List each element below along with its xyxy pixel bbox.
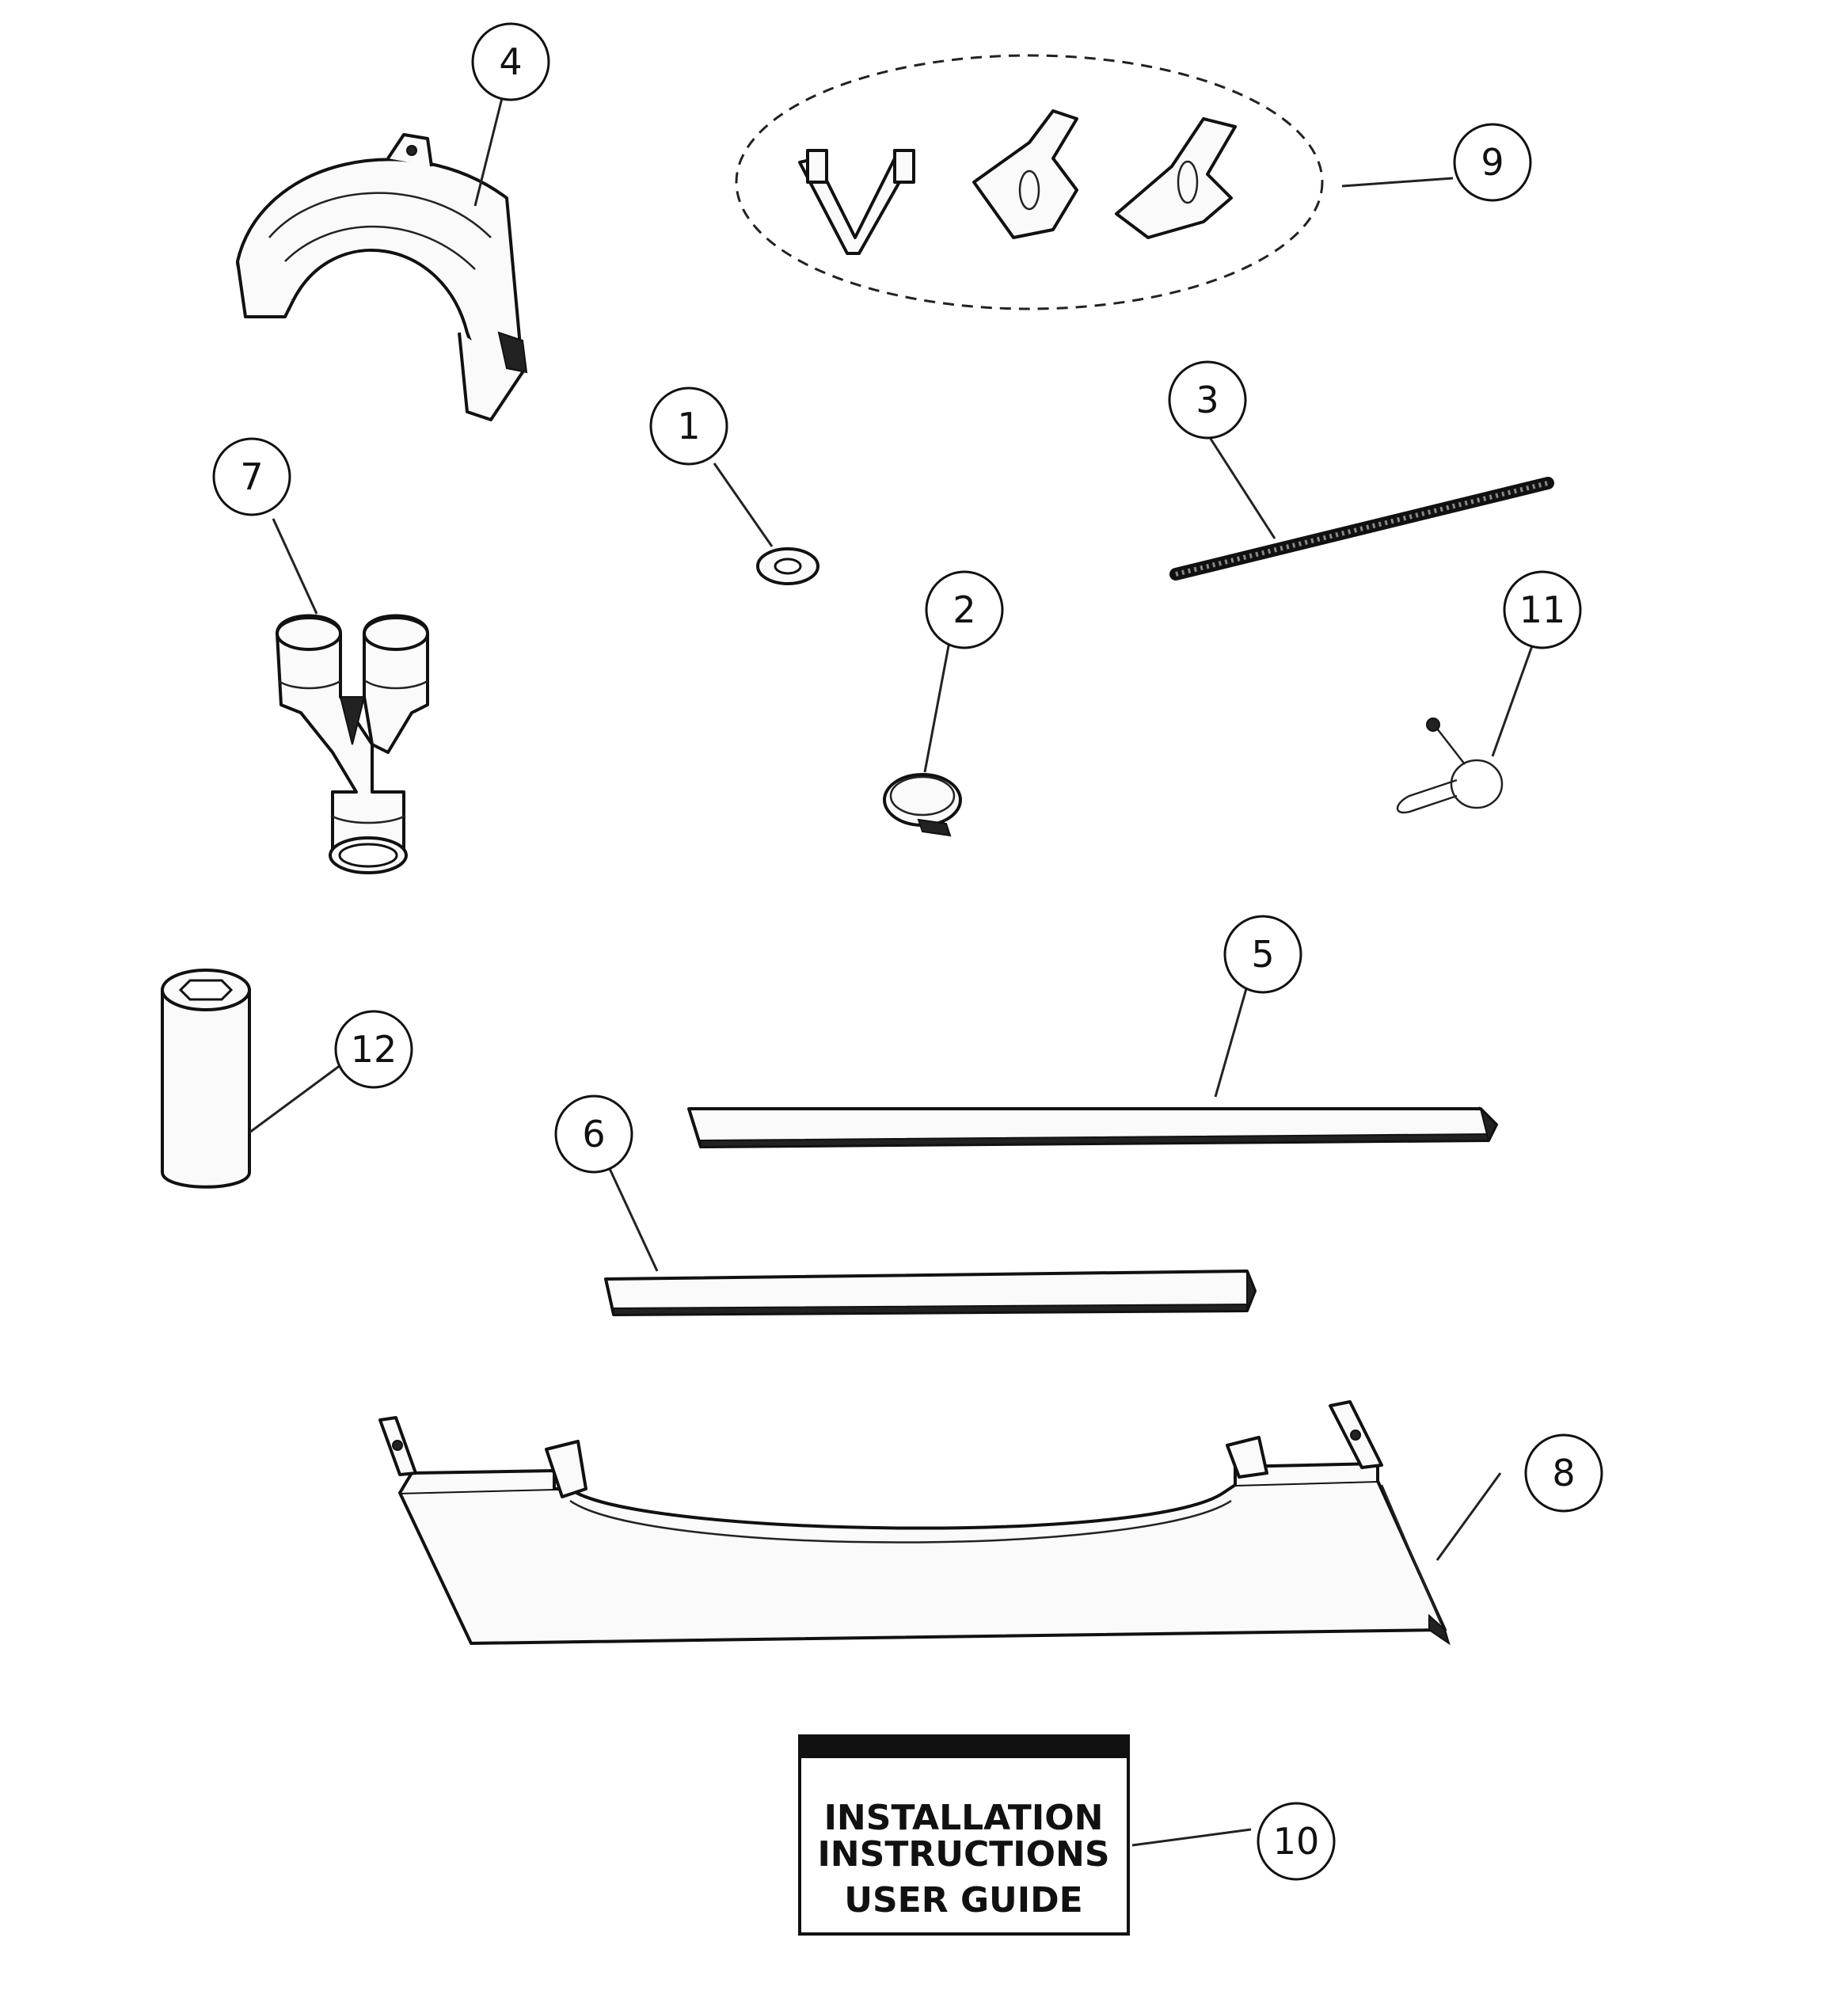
callout-8-label: 8 — [1552, 1452, 1575, 1494]
leader-12 — [249, 1064, 341, 1134]
part-7-y-adapter — [276, 614, 429, 874]
callout-5: 5 — [1223, 915, 1302, 994]
part-9-brackets-group — [735, 54, 1324, 310]
leader-5 — [1214, 985, 1249, 1098]
leader-lines — [249, 78, 1535, 1847]
callout-3-label: 3 — [1196, 379, 1219, 421]
leader-7 — [272, 518, 318, 615]
callout-12-label: 12 — [351, 1028, 397, 1071]
manual-title-line-3: USER GUIDE — [844, 1880, 1082, 1921]
part-3-threaded-rod — [1169, 477, 1554, 581]
callout-5-label: 5 — [1251, 933, 1274, 976]
leader-8 — [1435, 1472, 1502, 1561]
callout-1-label: 1 — [677, 405, 700, 447]
leader-10 — [1131, 1828, 1252, 1847]
callout-10-label: 10 — [1273, 1820, 1320, 1863]
manual-title-line-1: INSTALLATION — [824, 1798, 1104, 1838]
callout-11-label: 11 — [1519, 588, 1566, 631]
part-4-curved-shield — [236, 133, 528, 421]
leader-11 — [1491, 641, 1535, 757]
leader-9 — [1341, 177, 1454, 188]
leader-6 — [604, 1159, 659, 1272]
callout-9-label: 9 — [1481, 141, 1504, 184]
callout-4-label: 4 — [499, 40, 522, 83]
callout-1: 1 — [649, 386, 728, 466]
callout-3: 3 — [1168, 360, 1247, 440]
part-6-short-strip — [604, 1270, 1257, 1316]
part-12-hex-sleeve — [161, 969, 251, 1189]
callout-6: 6 — [554, 1094, 633, 1174]
leader-1 — [713, 463, 774, 547]
callout-2-label: 2 — [953, 588, 975, 631]
callout-11: 11 — [1503, 570, 1582, 649]
callout-7-label: 7 — [240, 455, 263, 498]
callout-7: 7 — [212, 437, 291, 516]
callout-8: 8 — [1524, 1433, 1603, 1513]
callout-2: 2 — [925, 570, 1004, 649]
callout-6-label: 6 — [582, 1113, 605, 1155]
callout-4: 4 — [471, 22, 550, 101]
part-1-washer — [756, 547, 819, 585]
part-8-base-tray — [378, 1400, 1451, 1646]
leader-3 — [1202, 427, 1276, 539]
manual-title-line-2: INSTRUCTIONS — [817, 1834, 1109, 1875]
part-10-manual-booklet: INSTALLATION INSTRUCTIONS USER GUIDE — [798, 1734, 1130, 1936]
callout-12: 12 — [334, 1010, 413, 1089]
part-11-spring-clip — [1396, 718, 1504, 814]
part-5-long-strip — [687, 1106, 1498, 1148]
part-2-hose-clamp — [883, 773, 962, 837]
leader-2 — [923, 637, 952, 773]
callout-9: 9 — [1453, 123, 1532, 202]
callout-10: 10 — [1257, 1802, 1336, 1881]
leader-4 — [473, 78, 508, 207]
